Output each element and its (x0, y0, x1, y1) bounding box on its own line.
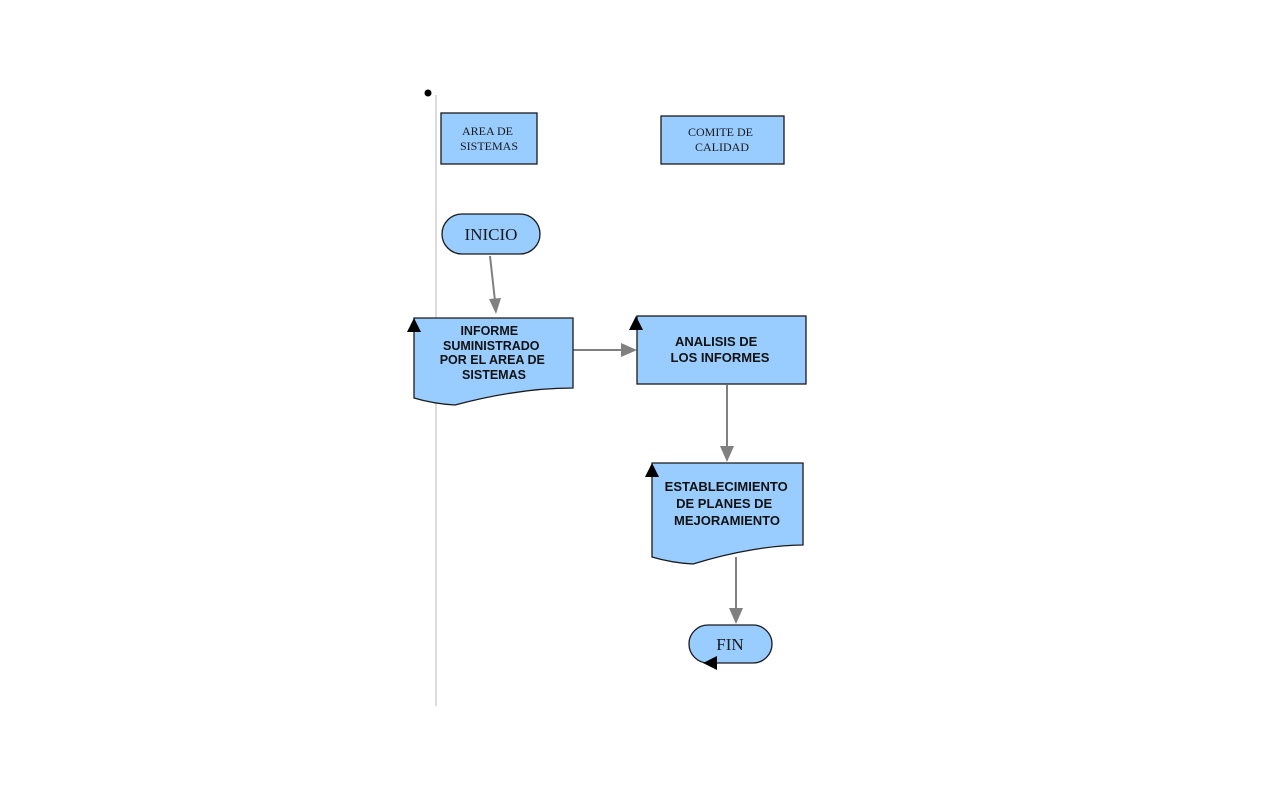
terminator-shape (441, 213, 541, 255)
node-establecimiento-line-2: DE PLANES DE (676, 496, 772, 511)
lane-header-box (660, 115, 785, 165)
connector-inicio-informe (489, 255, 501, 314)
lane-header-line-2: SISTEMAS (460, 139, 518, 153)
node-analisis: ANALISIS DE LOS INFORMES (629, 315, 807, 385)
node-informe-line-2: SUMINISTRADO (443, 339, 540, 353)
svg-text:ESTABLECIMIENTO DE PLANE: ESTABLECIMIENTO DE PLANES DE MEJORAMIENT… (665, 479, 792, 528)
process-marker (629, 316, 643, 330)
lane-header-line-2: CALIDAD (695, 140, 749, 154)
node-informe: INFORME SUMINISTRADO POR EL AREA DE SIST… (407, 317, 574, 406)
svg-text:COMITE DE CALIDAD: COMITE DE CALIDAD (688, 125, 756, 154)
process-shape (636, 315, 807, 385)
document-marker (645, 463, 659, 477)
node-inicio-label: INICIO (465, 225, 518, 244)
svg-text:AREA DE SISTEMAS: AREA DE SISTEMAS (460, 124, 518, 153)
node-establecimiento-line-3: MEJORAMIENTO (674, 513, 780, 528)
node-analisis-line-1: ANALISIS DE (675, 334, 758, 349)
terminator-shape (688, 624, 773, 664)
svg-text:ANALISIS DE LOS INFORMES: ANALISIS DE LOS INFORMES (671, 334, 770, 365)
node-fin-label: FIN (716, 635, 743, 654)
lane-header-box (440, 112, 538, 165)
node-informe-line-4: SISTEMAS (462, 368, 526, 382)
lane-header-line-1: COMITE DE (688, 125, 753, 139)
node-analisis-line-2: LOS INFORMES (671, 350, 770, 365)
connector-analisis-establecimiento (720, 385, 734, 462)
lane-header-comite-calidad: COMITE DE CALIDAD (660, 115, 785, 165)
node-establecimiento: ESTABLECIMIENTO DE PLANES DE MEJORAMIENT… (645, 462, 804, 565)
lane-header-area-sistemas: AREA DE SISTEMAS (440, 112, 538, 165)
lane-header-line-1: AREA DE (462, 124, 513, 138)
terminator-marker (703, 656, 717, 670)
connector-informe-analisis (573, 343, 637, 357)
node-informe-line-1: INFORME (460, 324, 518, 338)
document-shape (651, 462, 804, 565)
node-fin: FIN (688, 624, 773, 670)
node-informe-line-3: POR EL AREA DE (440, 353, 545, 367)
swimlane-divider-cap (424, 89, 432, 97)
svg-text:INFORME SUMINISTRADO: INFORME SUMINISTRADO POR EL AREA DE SIST… (440, 324, 549, 382)
document-marker (407, 318, 421, 332)
node-inicio: INICIO (441, 213, 541, 255)
node-establecimiento-line-1: ESTABLECIMIENTO (665, 479, 788, 494)
document-shape (413, 317, 574, 406)
connector-establecimiento-fin (729, 557, 743, 624)
